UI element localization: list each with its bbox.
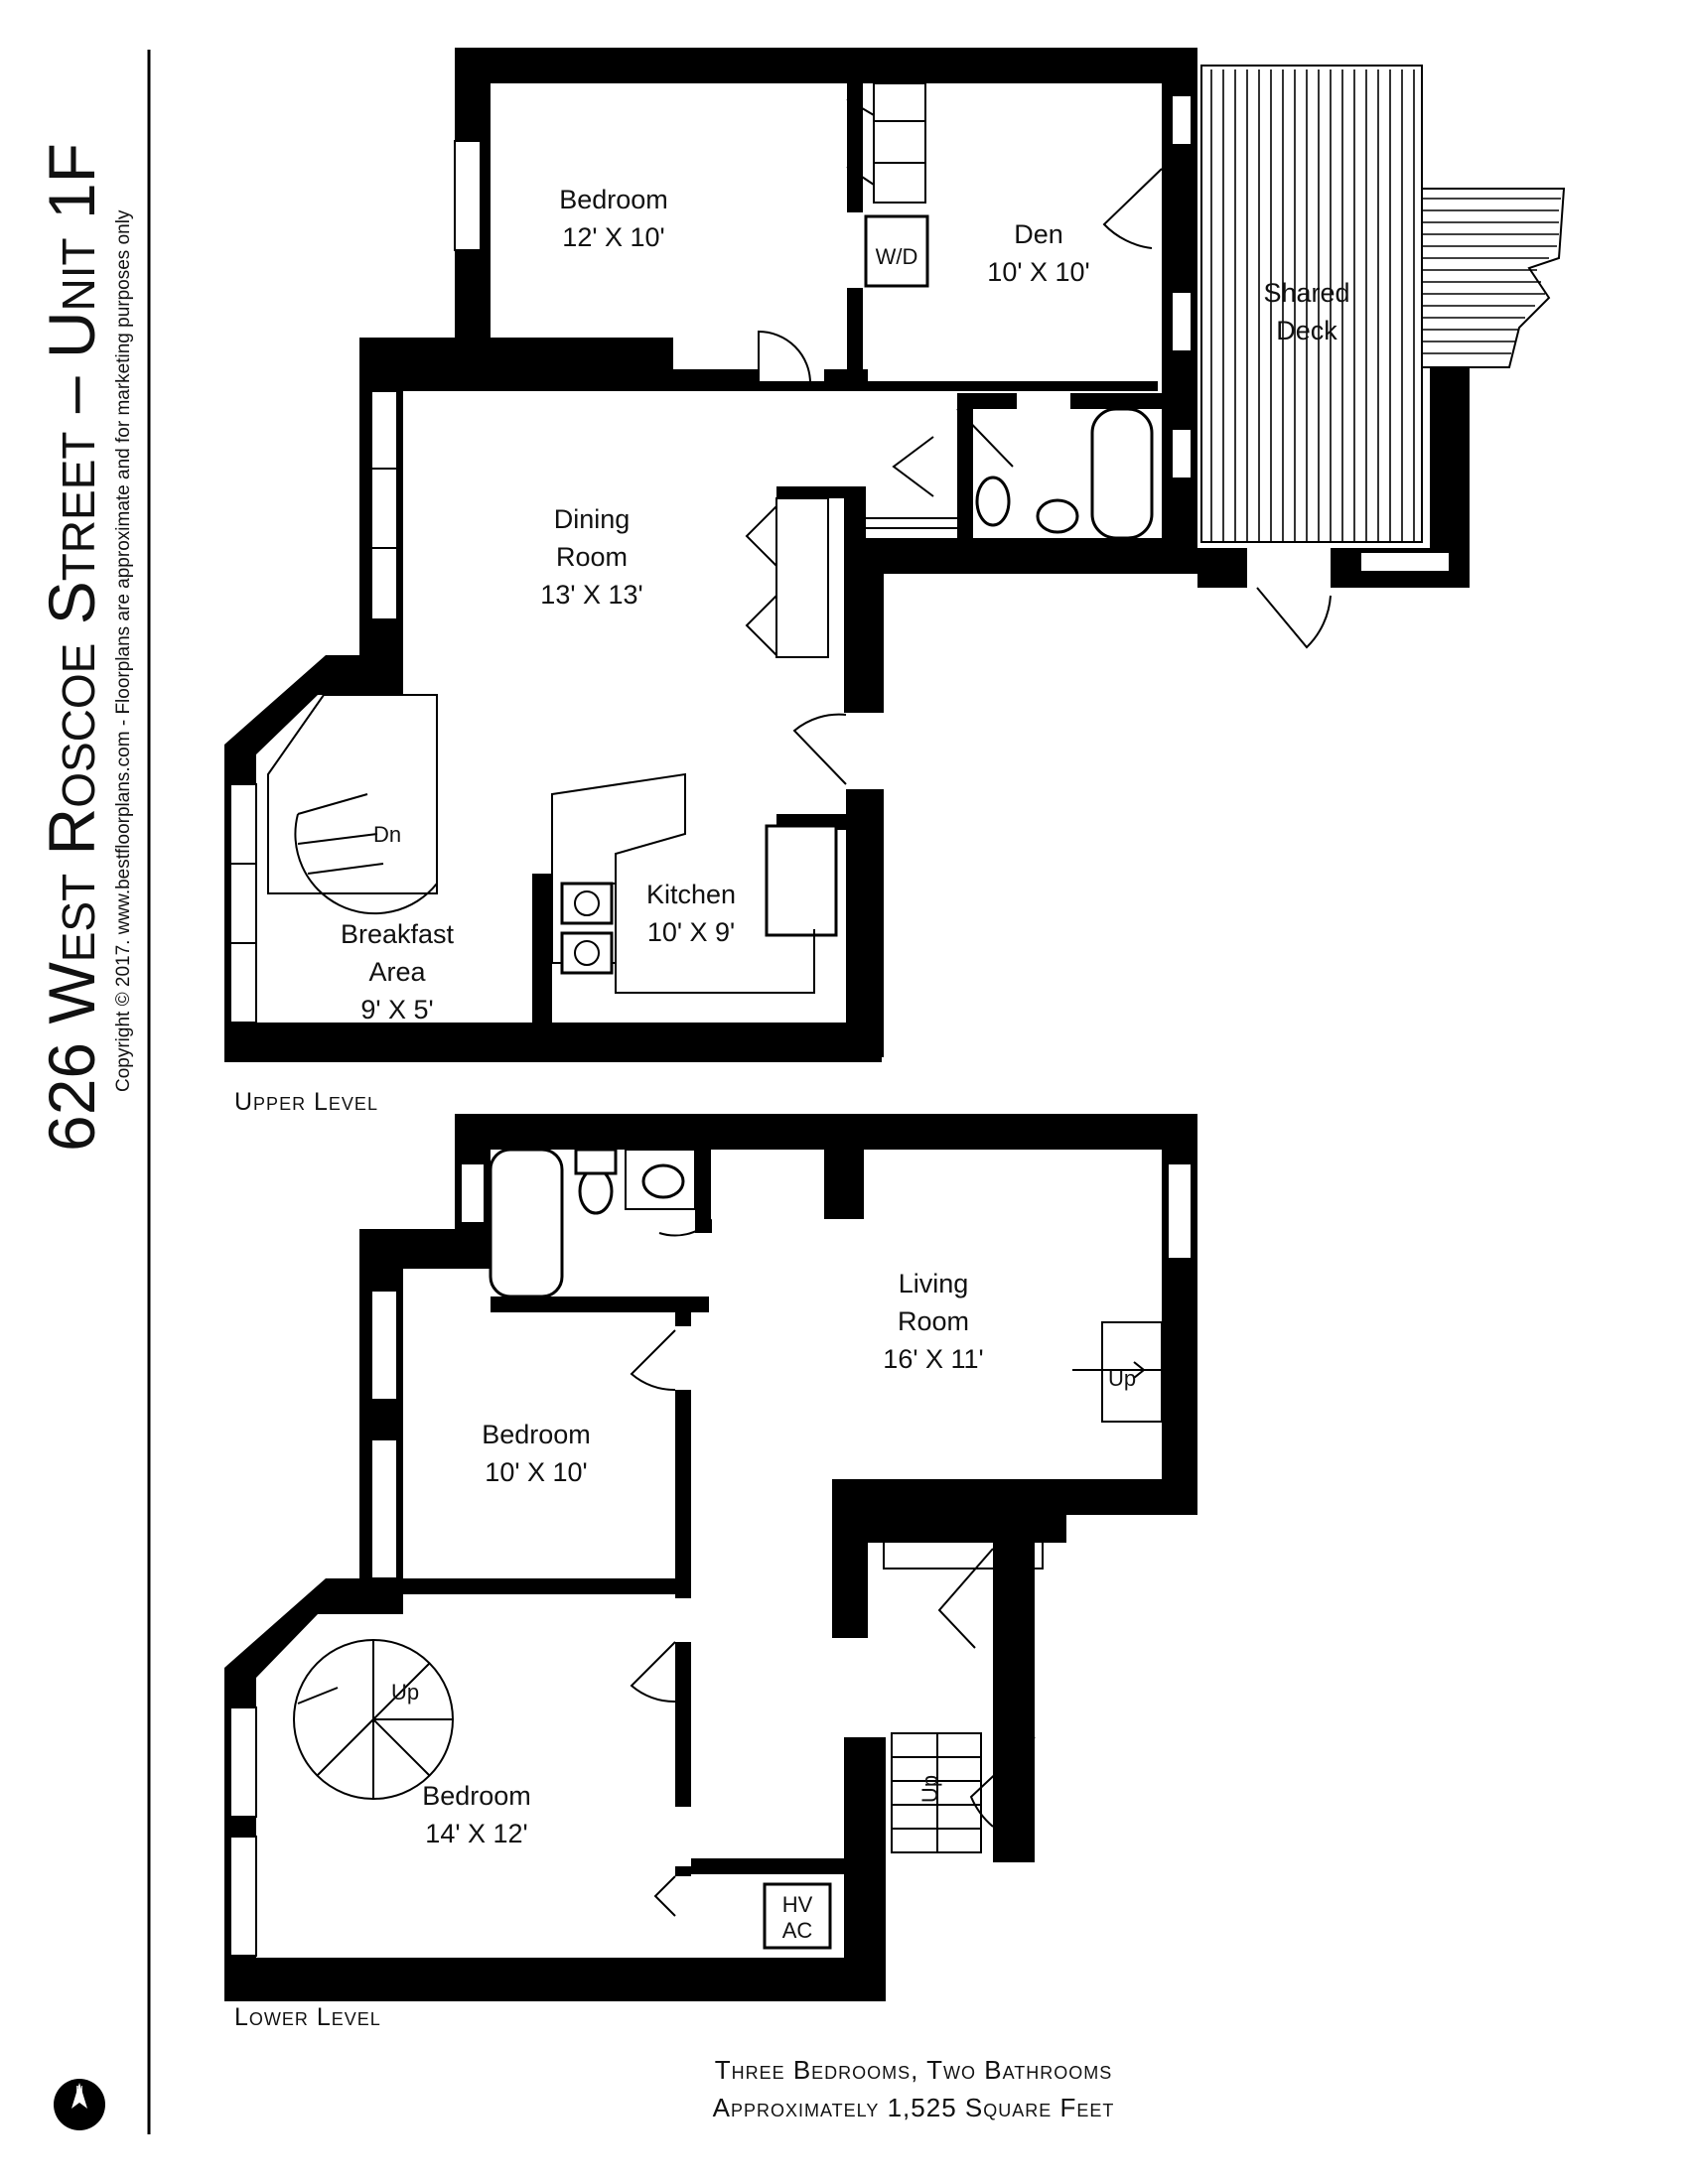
breakfast-line2: Area [368, 957, 426, 987]
lower-bedroom-b-size: 14' X 12' [425, 1819, 527, 1848]
living-line2: Room [898, 1306, 969, 1336]
breakfast-line1: Breakfast [341, 919, 455, 949]
upper-bedroom-size: 12' X 10' [562, 222, 664, 252]
kitchen-size: 10' X 9' [647, 917, 735, 947]
upper-bedroom-name: Bedroom [559, 185, 668, 214]
breakfast-size: 9' X 5' [360, 995, 433, 1024]
washer-dryer-label: W/D [876, 244, 918, 269]
title-block: 626 West Roscoe Street – Unit 1F Copyrig… [35, 50, 151, 2134]
deck-boards [1210, 69, 1415, 542]
living-line1: Living [899, 1269, 969, 1298]
dining-size: 13' X 13' [540, 580, 642, 610]
lower-bedroom-a-name: Bedroom [482, 1420, 591, 1449]
living-size: 16' X 11' [883, 1344, 983, 1374]
den-name: Den [1014, 219, 1063, 249]
summary-line1: Three Bedrooms, Two Bathrooms [715, 2055, 1113, 2085]
compass-label: N [75, 2085, 82, 2096]
dining-line2: Room [556, 542, 628, 572]
hvac-line1: HV [782, 1892, 813, 1917]
upper-level-plan: Bedroom 12' X 10' Den 10' X 10' W/D Shar… [224, 48, 1566, 1116]
spiral-stair-up-label: Up [391, 1680, 419, 1705]
page-title: 626 West Roscoe Street – Unit 1F [35, 143, 108, 1152]
dining-line1: Dining [554, 504, 631, 534]
stair-down-label: Dn [373, 822, 401, 847]
hvac-line2: AC [782, 1918, 813, 1943]
lower-bedroom-a-size: 10' X 10' [485, 1457, 587, 1487]
den-size: 10' X 10' [987, 257, 1089, 287]
summary-line2: Approximately 1,525 Square Feet [713, 2093, 1115, 2122]
kitchen-name: Kitchen [646, 880, 736, 909]
lower-level-label: Lower Level [234, 2003, 381, 2031]
living-stair-up-label: Up [1108, 1366, 1136, 1391]
lower-level-plan: Living Room 16' X 11' Bedroom 10' X 10' … [224, 1114, 1197, 2031]
north-compass-icon: N [54, 2079, 105, 2130]
shared-deck-line2: Deck [1276, 316, 1337, 345]
hall-stair-up-label: Up [917, 1775, 942, 1803]
shared-deck-line1: Shared [1263, 278, 1349, 308]
lower-bedroom-b-name: Bedroom [422, 1781, 531, 1811]
upper-level-label: Upper Level [234, 1088, 378, 1116]
copyright-note: Copyright © 2017. www.bestfloorplans.com… [113, 209, 134, 1092]
